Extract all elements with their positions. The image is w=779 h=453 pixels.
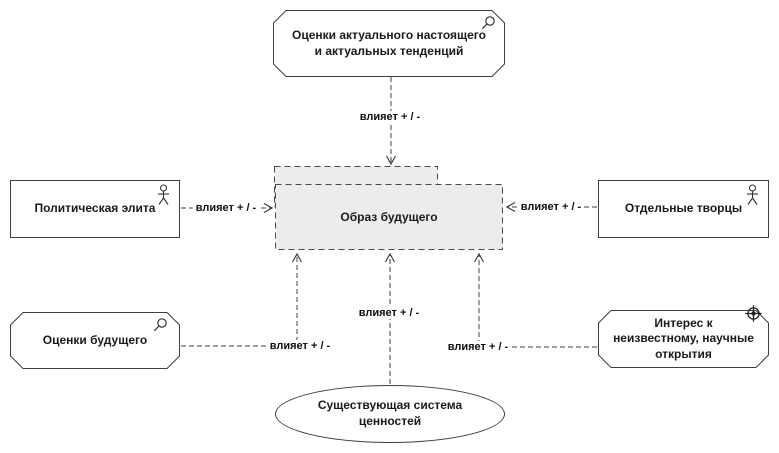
driver-icon [744,304,763,328]
node-label: Оценки актуального настоящего и актуальн… [292,27,486,58]
node-assessment-future[interactable]: Оценки будущего [10,312,180,369]
connector-label-bottom-right: влияет + / - [444,341,512,353]
node-interest-unknown[interactable]: Интерес к неизвестному, научные открытия [598,305,769,368]
node-label: Отдельные творцы [624,201,743,216]
connector-label-bottom-left: влияет + / - [266,340,334,352]
connector-label-bottom-middle: влияет + / - [355,307,423,319]
node-political-elite[interactable]: Политическая элита [10,180,180,238]
connector-label-right: влияет + / - [517,201,585,213]
node-assessment-present[interactable]: Оценки актуального настоящего и актуальн… [273,10,505,77]
chamfered-rect-shape [273,10,505,77]
node-label: Интерес к неизвестному, научные открытия [613,315,754,361]
connector-bottom-left [181,252,303,347]
magnifier-icon [479,15,496,37]
connector-label-left: влияет + / - [192,202,260,214]
node-label: Политическая элита [34,201,156,216]
chamfered-rect-shape [598,310,769,368]
node-value-system[interactable]: Существующая система ценностей [275,385,505,443]
node-image-of-future-label[interactable]: Образ будущего [340,210,438,224]
actor-icon [746,184,759,212]
node-label: Существующая система ценностей [317,398,463,428]
chamfered-rect-shape [10,312,180,369]
actor-icon [157,184,170,212]
node-label: Оценки будущего [42,332,148,347]
node-individual-creators[interactable]: Отдельные творцы [598,180,769,238]
magnifier-icon [151,317,168,339]
connector-bottom-right [473,252,597,348]
connector-label-top: влияет + / - [356,111,424,123]
